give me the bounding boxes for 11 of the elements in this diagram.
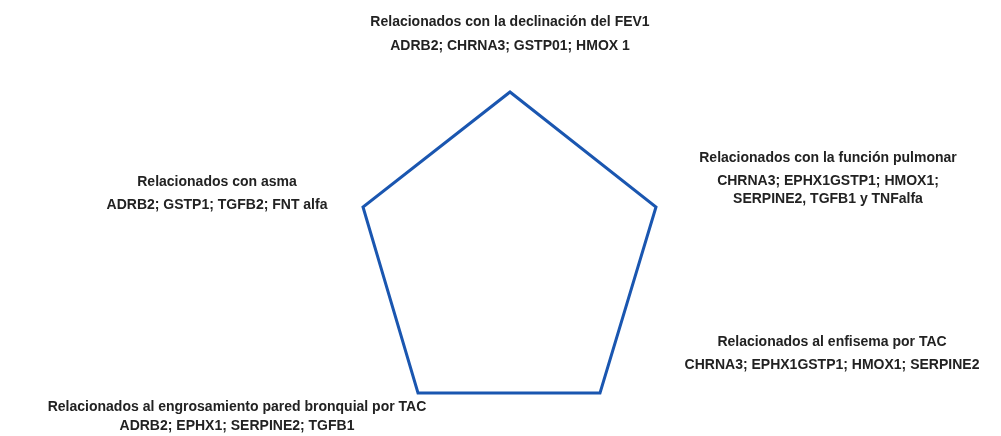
- category-heading: Relacionados con la declinación del FEV1: [370, 12, 650, 30]
- gene-list: CHRNA3; EPHX1GSTP1; HMOX1; SERPINE2, TGFB1 y TNFalfa: [703, 171, 953, 207]
- category-heading: Relacionados al engrosamiento pared bronquial por TAC: [47, 397, 427, 415]
- gene-list: ADRB2; CHRNA3; GSTP01; HMOX 1: [390, 36, 630, 54]
- category-heading: Relacionados con asma: [137, 172, 297, 190]
- pentagon-shape: [361, 90, 658, 395]
- category-heading: Relacionados con la función pulmonar: [699, 148, 957, 166]
- gene-list: ADRB2; EPHX1; SERPINE2; TGFB1: [119, 416, 355, 434]
- category-heading: Relacionados al enfisema por TAC: [717, 332, 947, 350]
- gene-list: CHRNA3; EPHX1GSTP1; HMOX1; SERPINE2: [684, 355, 980, 373]
- gene-list: ADRB2; GSTP1; TGFB2; FNT alfa: [106, 195, 328, 213]
